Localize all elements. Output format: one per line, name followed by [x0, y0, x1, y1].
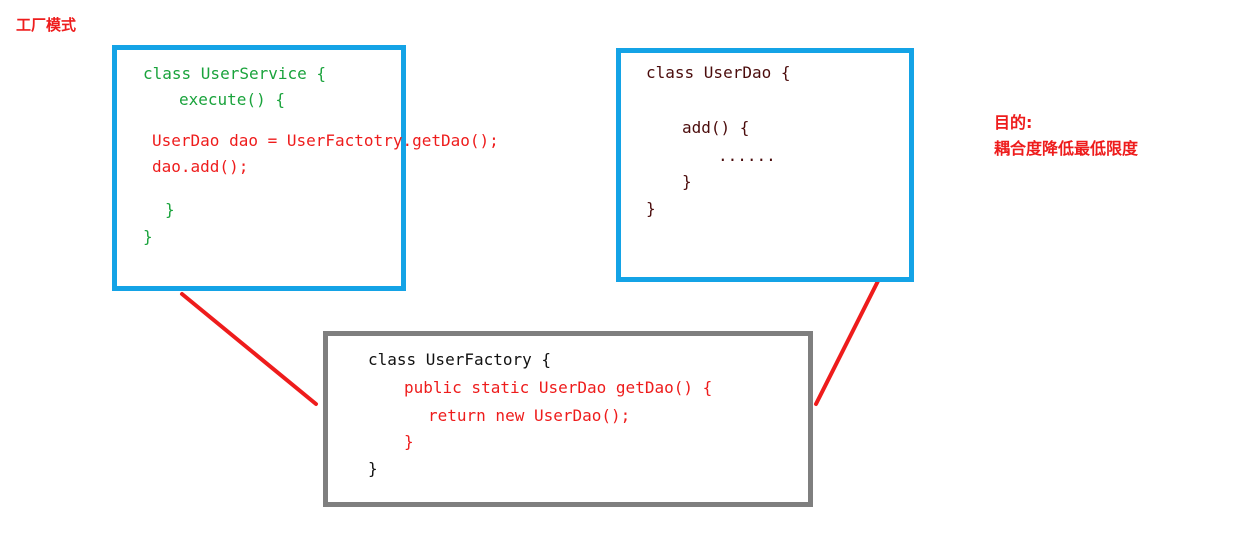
factory-method-line: public static UserDao getDao() { [404, 378, 713, 397]
service-class-line: class UserService { [143, 64, 327, 83]
dao-class-close: } [646, 199, 656, 218]
service-method-close: } [165, 200, 175, 219]
factory-class-line: class UserFactory { [368, 350, 552, 369]
dao-body-line: ...... [718, 146, 776, 165]
dao-class-line: class UserDao { [646, 63, 791, 82]
dao-method-line: add() { [682, 118, 750, 137]
user-factory-box [323, 331, 813, 507]
connector-service-factory [180, 292, 318, 406]
factory-method-close: } [404, 432, 414, 451]
goal-text: 耦合度降低最低限度 [994, 139, 1139, 158]
user-dao-box [616, 48, 914, 282]
service-method-line: execute() { [179, 90, 285, 109]
diagram-title: 工厂模式 [16, 16, 77, 34]
dao-method-close: } [682, 172, 692, 191]
goal-note: 目的: 耦合度降低最低限度 [994, 110, 1138, 162]
service-class-close: } [143, 227, 153, 246]
goal-heading: 目的: [994, 113, 1033, 132]
factory-return-line: return new UserDao(); [428, 406, 631, 425]
service-code-line-1: UserDao dao = UserFactotry.getDao(); [152, 131, 499, 150]
user-service-box [112, 45, 406, 291]
connector-dao-factory [814, 279, 880, 406]
factory-class-close: } [368, 459, 378, 478]
service-code-line-2: dao.add(); [152, 157, 249, 176]
